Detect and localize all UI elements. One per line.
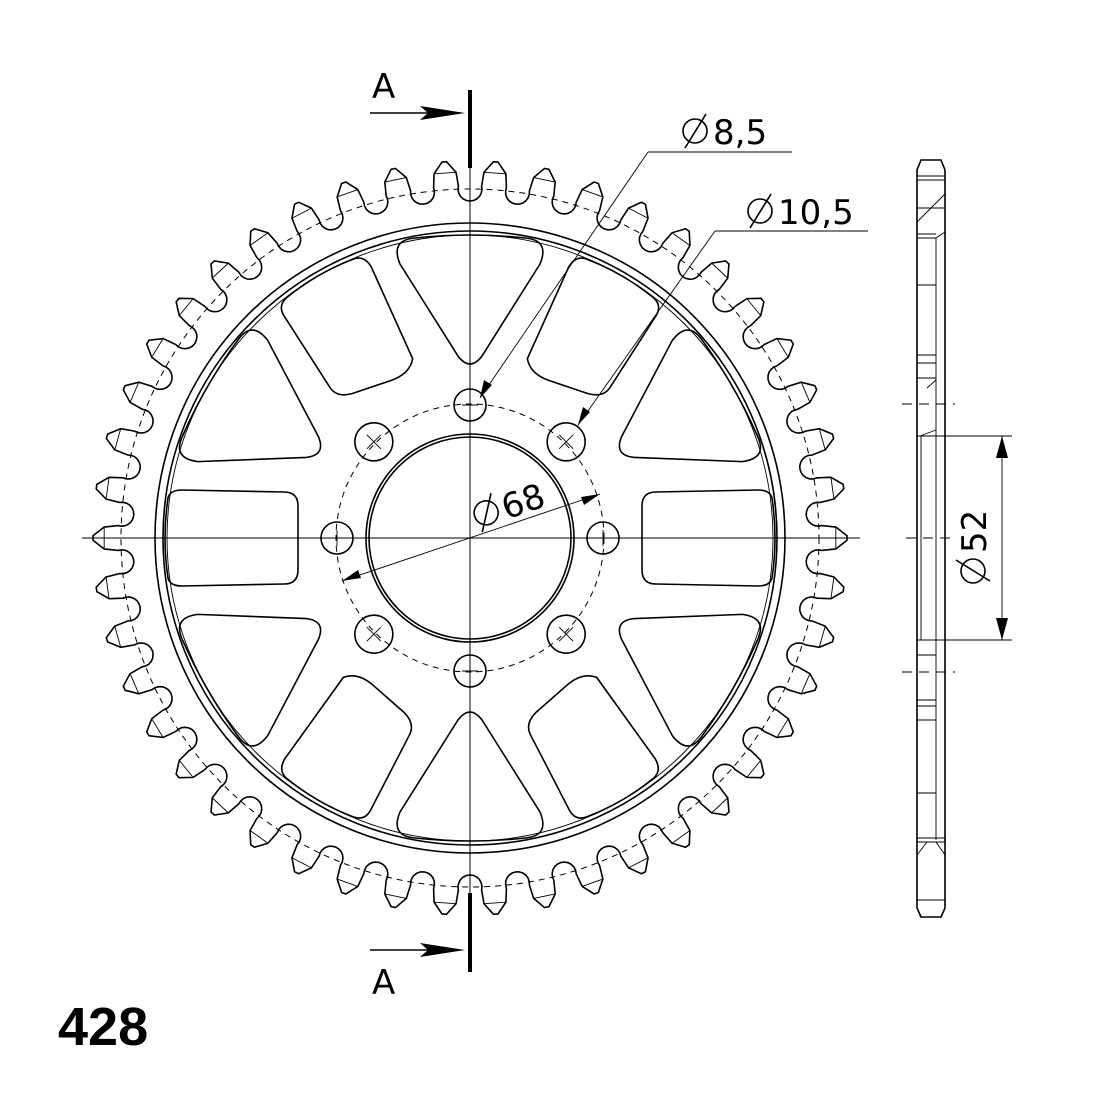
tooth-chamfer: [434, 901, 457, 905]
section-marker-bottom: A: [370, 893, 472, 1003]
arrow-head-icon: [480, 380, 492, 398]
lightening-window: [280, 257, 414, 396]
tooth-chamfer: [582, 878, 604, 887]
tooth-chamfer: [671, 830, 691, 844]
front-view: [82, 160, 860, 916]
tooth-chamfer: [818, 428, 826, 450]
hole-cross-mark-icon: [558, 434, 574, 450]
diameter-symbol-icon: [955, 558, 991, 584]
lightening-window: [164, 489, 299, 587]
large-bolt-hole: [354, 422, 394, 462]
diameter-symbol-icon: [682, 113, 708, 149]
tooth-chamfer: [211, 262, 229, 279]
lightening-window: [280, 675, 413, 819]
tooth-chamfer: [151, 338, 164, 358]
tooth-chamfer: [830, 576, 835, 599]
leader-line: [479, 151, 649, 399]
tooth-chamfer: [249, 232, 269, 246]
tooth-chamfer: [434, 171, 457, 175]
tooth-chamfer: [178, 760, 194, 778]
tooth-chamfer: [384, 893, 407, 899]
tooth-chamfer: [114, 428, 122, 450]
dimension-label: 52: [955, 510, 995, 553]
hole-cross-mark-icon: [366, 434, 382, 450]
arrow-head-icon: [581, 494, 600, 505]
arrow-head-icon: [420, 943, 465, 957]
chain-pitch-code: 428: [58, 997, 148, 1057]
tooth-chamfer: [830, 477, 835, 500]
dimension-small-hole: 8,5: [479, 113, 792, 399]
lightening-window: [641, 489, 776, 587]
tooth-chamfer: [151, 718, 164, 738]
sprocket-teeth-outline: [92, 160, 848, 916]
section-label: A: [372, 67, 395, 107]
dimension-label: 8,5: [713, 113, 767, 153]
tooth-chamfer: [533, 177, 556, 183]
lightening-window: [178, 613, 322, 747]
lightening-window: [178, 329, 322, 463]
dimension-label: 10,5: [778, 193, 854, 233]
large-bolt-hole: [546, 422, 586, 462]
tooth-chamfer: [776, 718, 789, 738]
tooth-chamfer: [711, 262, 729, 279]
lightening-window: [618, 329, 762, 463]
dimension-large-hole: 10,5: [577, 193, 868, 426]
lightening-windows: [164, 234, 776, 842]
section-label: A: [372, 963, 395, 1003]
hole-cross-mark-icon: [366, 626, 382, 642]
tooth-chamfer: [746, 298, 762, 316]
tooth-chamfer: [105, 576, 110, 599]
lightening-window: [396, 234, 544, 365]
tooth-chamfer: [129, 382, 140, 403]
tooth-chamfer: [800, 382, 811, 403]
tooth-chamfer: [336, 878, 358, 887]
tooth-chamfer: [114, 626, 122, 648]
tooth-chamfer: [249, 830, 269, 844]
tooth-chamfer: [746, 760, 762, 778]
arrow-head-icon: [578, 407, 590, 425]
tooth-chamfer: [129, 673, 140, 694]
side-profile-outline: [916, 159, 946, 918]
lightening-window: [396, 711, 544, 842]
large-bolt-hole: [354, 614, 394, 654]
tooth-chamfer: [582, 189, 604, 198]
side-view: 52: [902, 159, 1012, 918]
lightening-window: [527, 675, 660, 819]
diameter-symbol-icon: [473, 493, 499, 533]
arrow-head-icon: [996, 618, 1008, 640]
tooth-chamfer: [291, 207, 312, 219]
arrow-head-icon: [342, 570, 361, 581]
tooth-chamfer: [336, 189, 358, 198]
tooth-chamfer: [628, 207, 649, 219]
section-marker-top: A: [370, 67, 472, 168]
tooth-chamfer: [628, 857, 649, 869]
arrow-head-icon: [996, 436, 1008, 458]
tooth-chamfer: [671, 232, 691, 246]
arrow-head-icon: [420, 106, 465, 120]
tooth-chamfer: [483, 171, 506, 175]
tooth-chamfer: [483, 901, 506, 905]
tooth-chamfer: [533, 893, 556, 899]
tooth-chamfer: [178, 298, 194, 316]
tooth-chamfer: [291, 857, 312, 869]
large-bolt-hole: [546, 614, 586, 654]
hole-cross-mark-icon: [558, 626, 574, 642]
lightening-window: [618, 613, 762, 747]
dimension-label: 68: [496, 476, 550, 528]
diameter-symbol-icon: [747, 193, 773, 229]
leader-line: [577, 230, 716, 426]
tooth-chamfer: [211, 797, 229, 814]
tooth-chamfer: [384, 177, 407, 183]
tooth-chamfer: [776, 338, 789, 358]
tooth-chamfer: [818, 626, 826, 648]
tooth-chamfer: [711, 797, 729, 814]
lightening-window: [526, 257, 660, 396]
tooth-chamfer: [800, 673, 811, 694]
tooth-chamfer: [105, 477, 110, 500]
dimension-line: [341, 493, 601, 582]
